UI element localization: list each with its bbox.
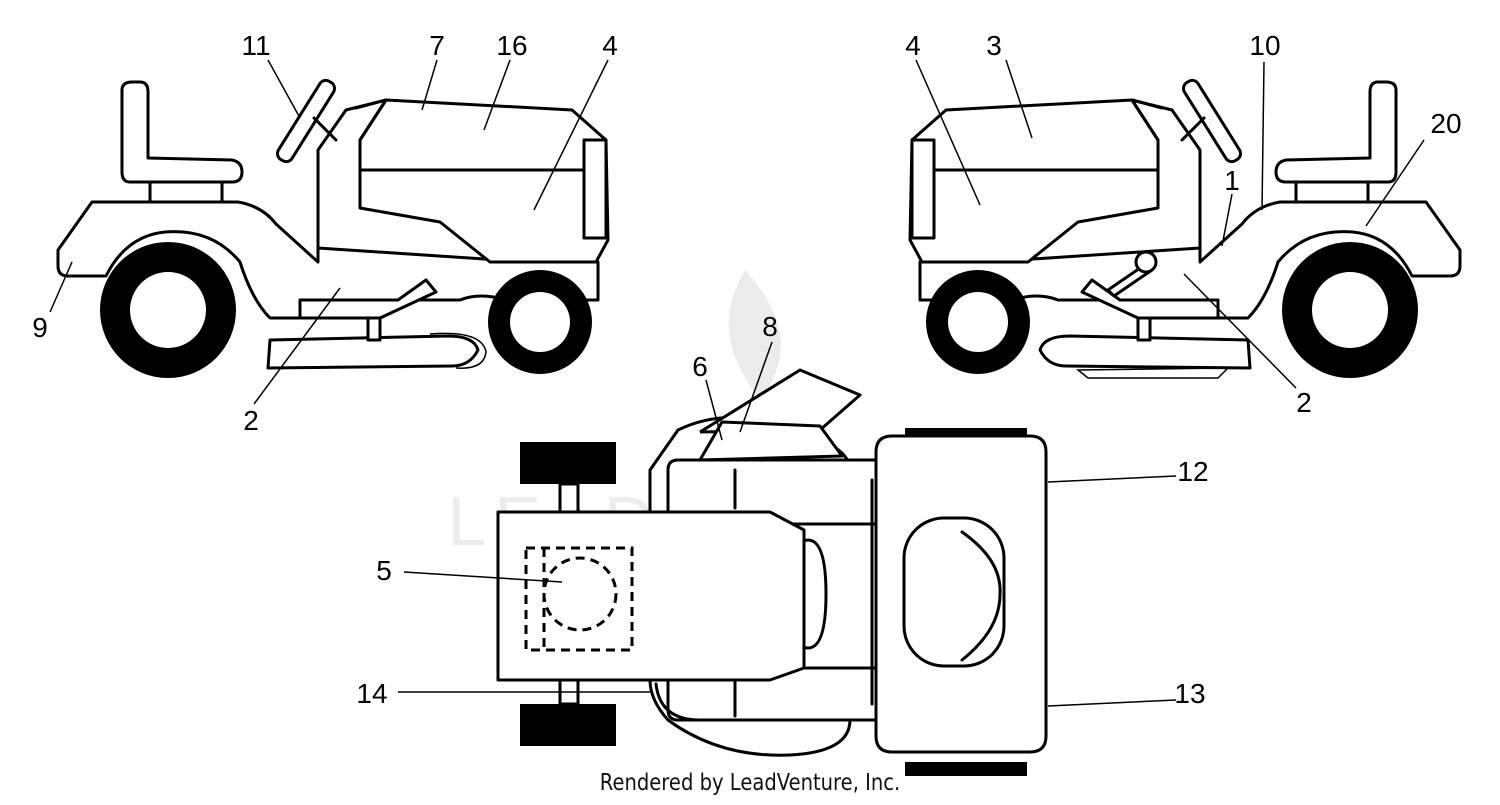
callout-4-right: 4 xyxy=(905,30,921,61)
rendered-by-credit: Rendered by LeadVenture, Inc. xyxy=(599,770,901,796)
callout-5: 5 xyxy=(376,555,392,586)
callout-11: 11 xyxy=(241,30,270,61)
callout-16: 16 xyxy=(496,30,527,61)
left-tractor-view xyxy=(56,78,610,378)
callout-20: 20 xyxy=(1430,108,1461,139)
callout-2-left: 2 xyxy=(243,405,259,436)
right-tractor-view xyxy=(908,78,1462,379)
callout-6: 6 xyxy=(692,351,708,382)
callout-13: 13 xyxy=(1174,678,1205,709)
callout-8: 8 xyxy=(762,311,778,342)
seat xyxy=(120,80,244,184)
callout-2-right: 2 xyxy=(1296,387,1312,418)
callout-14: 14 xyxy=(356,678,387,709)
callout-1: 1 xyxy=(1224,165,1240,196)
leader-lines xyxy=(49,59,1425,707)
seat-base xyxy=(148,180,224,204)
rear-wheel-top xyxy=(520,442,616,484)
top-view-tractor xyxy=(496,368,1048,776)
callout-10: 10 xyxy=(1249,30,1280,61)
watermark-flame-icon xyxy=(728,270,781,400)
footrest xyxy=(298,278,438,320)
grille xyxy=(582,138,608,240)
hood xyxy=(358,98,610,264)
callout-3: 3 xyxy=(986,30,1002,61)
callout-4-left: 4 xyxy=(602,30,618,61)
mower-deck xyxy=(266,334,480,370)
callout-labels: 11 7 16 4 9 2 4 3 10 1 20 2 6 8 12 13 5 … xyxy=(32,30,1461,709)
callout-12: 12 xyxy=(1177,456,1208,487)
rear-fender xyxy=(56,200,600,320)
callout-9: 9 xyxy=(32,312,48,343)
rear-body-top xyxy=(496,510,806,682)
engine-cover xyxy=(902,516,1006,668)
seat-outline xyxy=(524,546,634,652)
rear-wheel-bottom xyxy=(520,704,616,746)
callout-7: 7 xyxy=(429,30,445,61)
front-wheel-bottom xyxy=(905,762,1027,776)
fuel-cap-outline xyxy=(542,556,618,632)
